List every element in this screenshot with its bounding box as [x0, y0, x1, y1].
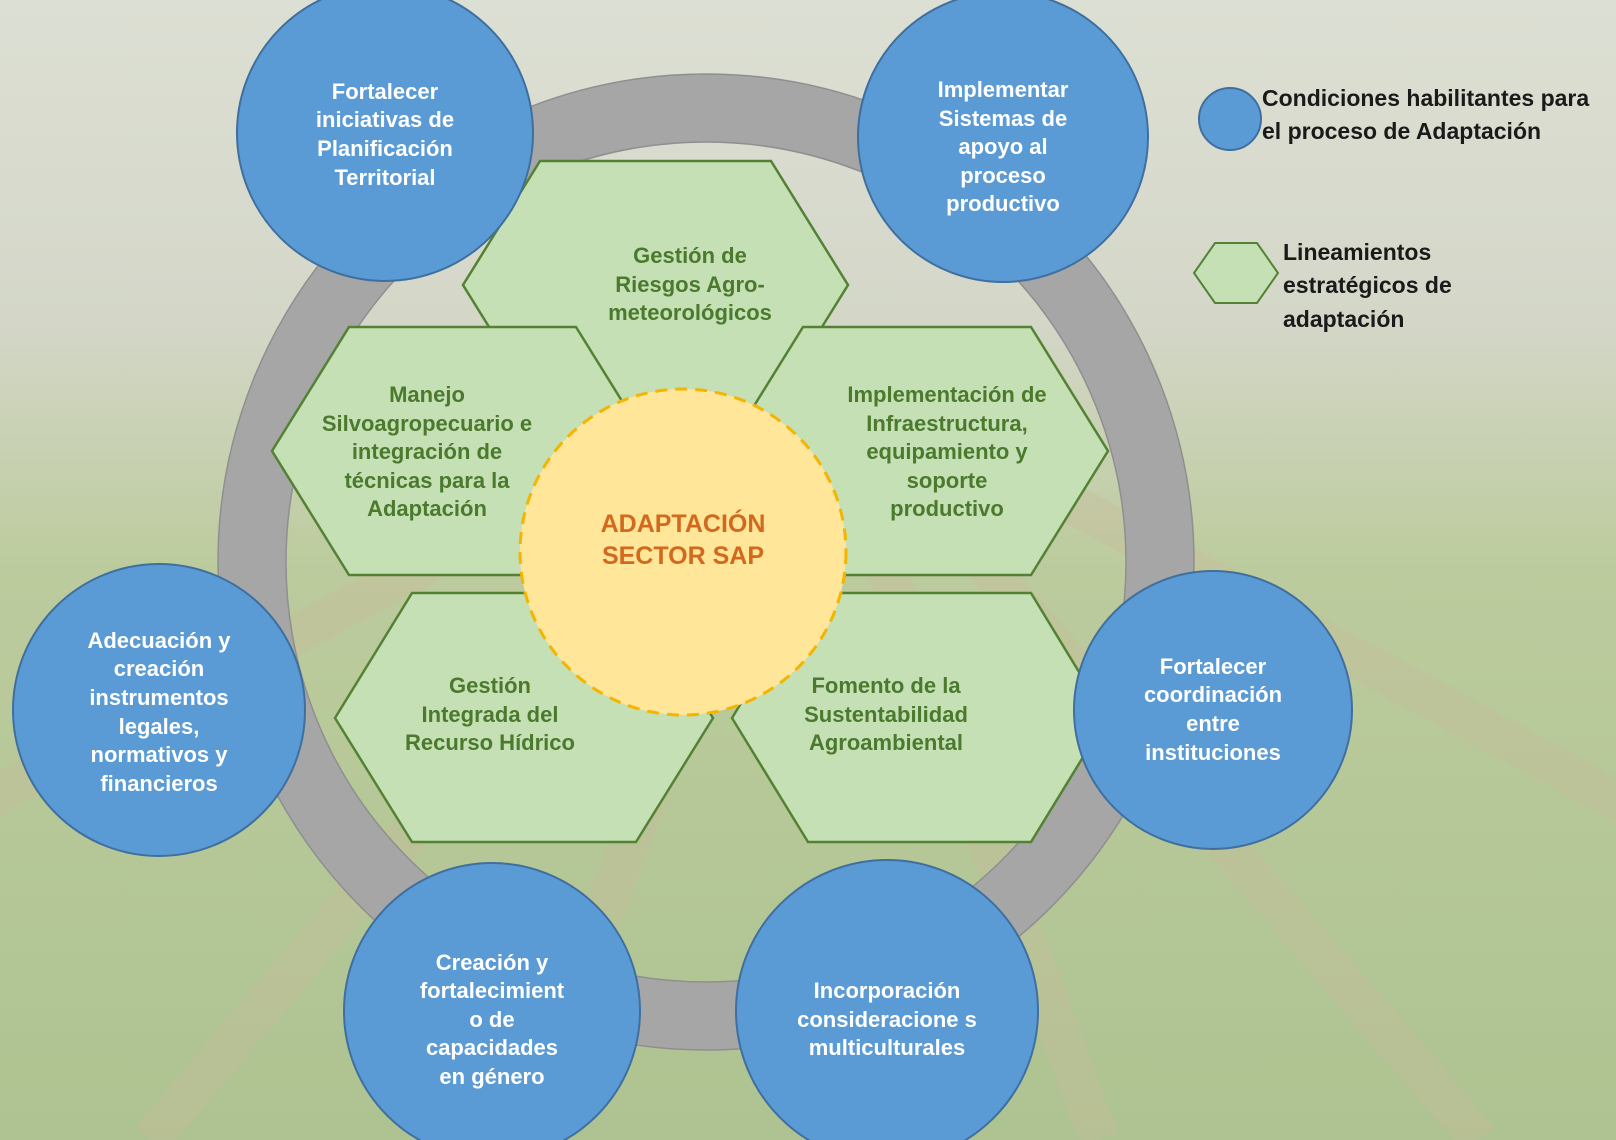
outer-ring: [218, 74, 1194, 1050]
circle-sistemas-apoyo: [857, 0, 1149, 283]
legend-conditions-text: Condiciones habilitantes para el proceso…: [1262, 85, 1590, 145]
center-circle: [518, 387, 848, 717]
circle-multiculturales: [735, 859, 1039, 1140]
legend-hexagon-icon: [1192, 242, 1280, 304]
circle-coordinacion: [1073, 570, 1353, 850]
legend-conditions: Condiciones habilitantes para el proceso…: [1262, 82, 1607, 149]
circle-instrumentos: [12, 563, 306, 857]
legend-circle-icon: [1198, 87, 1262, 151]
circle-genero: [343, 862, 641, 1140]
legend-lineamientos: Lineamientos estratégicos de adaptación: [1283, 236, 1533, 336]
legend-lineamientos-text: Lineamientos estratégicos de adaptación: [1283, 239, 1452, 332]
hex-sustentabilidad: [730, 591, 1109, 844]
circle-planificacion: [236, 0, 534, 282]
